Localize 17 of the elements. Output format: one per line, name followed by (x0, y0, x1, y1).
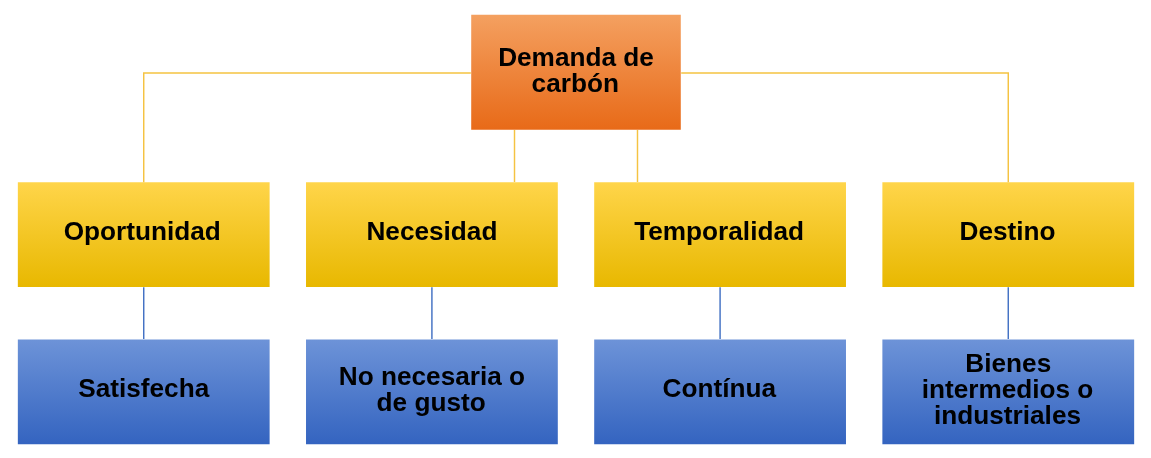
connector (679, 71, 1009, 183)
connector (430, 286, 433, 340)
node-box: Satisfecha (17, 338, 270, 444)
connector (513, 128, 515, 183)
connector (636, 128, 638, 183)
connector (718, 286, 721, 340)
node-box: Destino (881, 181, 1134, 287)
node-box: No necesaria o de gusto (305, 338, 558, 444)
connector (1007, 286, 1009, 340)
node-box: Necesidad (305, 181, 558, 287)
connector (142, 286, 144, 340)
connector (142, 71, 472, 183)
node-box: Bienes intermedios o industriales (881, 338, 1134, 444)
node-box: Contínua (593, 338, 846, 444)
node-box: Oportunidad (17, 181, 270, 287)
node-box: Demanda de carbón (470, 14, 681, 130)
node-box: Temporalidad (593, 181, 846, 287)
